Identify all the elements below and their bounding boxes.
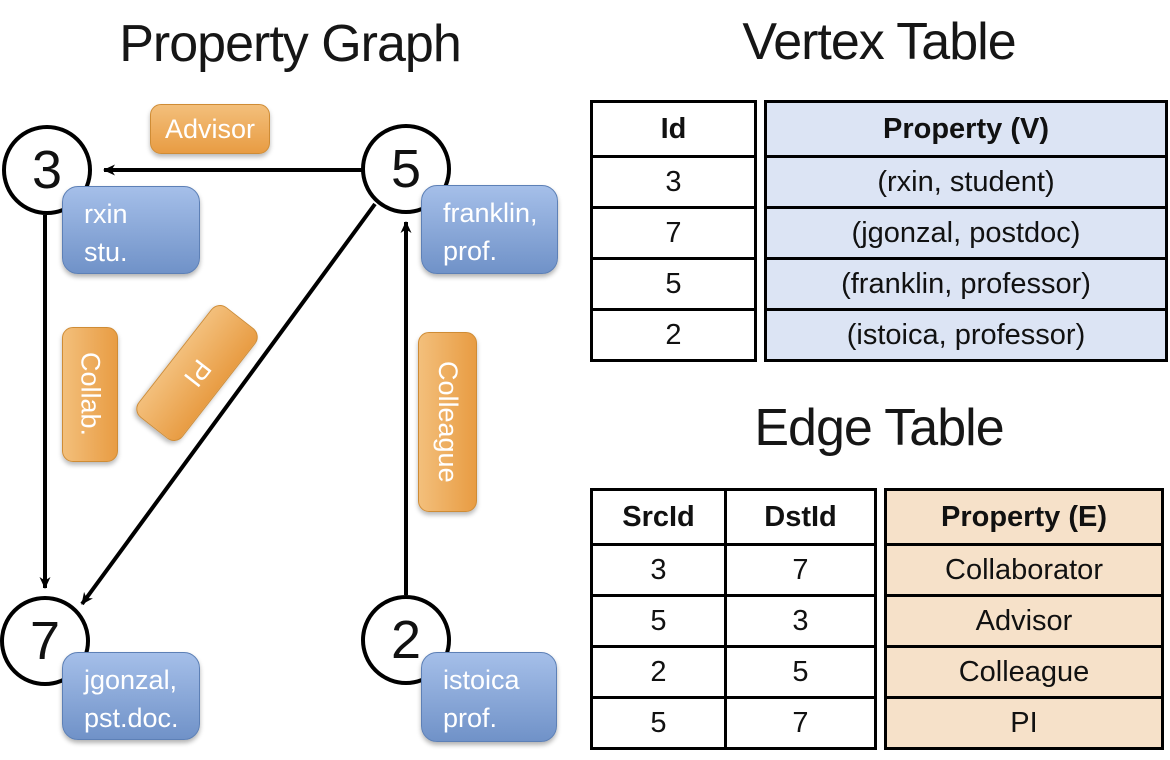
node-id: 7 (29, 611, 61, 671)
vertex-property-line: prof. (443, 703, 498, 733)
vertex-table: Id 3 7 5 2 Property (V) (rxin, student) … (590, 100, 1168, 362)
table-cell: 7 (727, 696, 874, 747)
table-cell: 3 (727, 594, 874, 645)
vertex-property-line: stu. (84, 237, 128, 267)
column-header-property-v: Property (V) (883, 112, 1049, 145)
table-cell: (rxin, student) (767, 155, 1165, 206)
table-cell: Colleague (887, 645, 1161, 696)
node-id: 2 (390, 610, 422, 670)
property-graph-title: Property Graph (119, 15, 462, 73)
table-cell: (jgonzal, postdoc) (767, 206, 1165, 257)
vertex-property-column: Property (V) (rxin, student) (jgonzal, p… (764, 100, 1168, 362)
table-cell: 2 (593, 308, 754, 359)
column-header-srcid: SrcId (622, 500, 695, 533)
table-cell: 5 (593, 594, 724, 645)
node-id: 3 (31, 140, 63, 200)
table-cell: 7 (593, 206, 754, 257)
table-cell: PI (887, 696, 1161, 747)
edge-id-columns: SrcId 3 5 2 5 DstId 7 3 5 7 (590, 488, 877, 750)
vertex-property-label-7: jgonzal, pst.doc. (62, 652, 200, 740)
graph-edges-canvas (39, 164, 412, 606)
table-cell: (franklin, professor) (767, 257, 1165, 308)
vertex-property-label-5: franklin, prof. (421, 185, 558, 274)
column-header-dstid: DstId (764, 500, 837, 533)
vertex-table-title: Vertex Table (742, 13, 1016, 71)
table-cell: 2 (593, 645, 724, 696)
edge-label-colleague: Colleague (418, 332, 477, 512)
edge-5-to-7-pi (80, 202, 377, 606)
table-cell: Collaborator (887, 543, 1161, 594)
vertex-id-column: Id 3 7 5 2 (590, 100, 757, 362)
edge-label-text: Collab. (75, 352, 106, 437)
edge-label-text: Colleague (433, 361, 463, 483)
table-cell: 3 (593, 155, 754, 206)
table-cell: (istoica, professor) (767, 308, 1165, 359)
graph-node-2: 2 (361, 595, 451, 685)
vertex-property-line: jgonzal, (84, 665, 178, 695)
table-cell: 7 (727, 543, 874, 594)
node-id: 5 (390, 139, 422, 199)
table-cell: 5 (727, 645, 874, 696)
vertex-property-line: prof. (443, 236, 498, 266)
vertex-property-line: istoica (443, 665, 520, 695)
property-graph-panel: Property Graph 3 5 7 2 rxin stu. frankli… (0, 0, 580, 760)
edge-label-text: PI (177, 354, 218, 393)
table-cell: 5 (593, 696, 724, 747)
table-cell: Advisor (887, 594, 1161, 645)
vertex-property-label-3: rxin stu. (62, 186, 200, 274)
vertex-property-label-2: istoica prof. (421, 652, 557, 742)
vertex-property-line: franklin, (443, 198, 538, 228)
graph-node-5: 5 (361, 124, 451, 214)
edge-table: SrcId 3 5 2 5 DstId 7 3 5 7 Property (E)… (590, 488, 1164, 750)
table-cell: 5 (593, 257, 754, 308)
vertex-property-line: rxin (84, 199, 128, 229)
column-header-id: Id (660, 112, 687, 145)
edge-property-column: Property (E) Collaborator Advisor Collea… (884, 488, 1164, 750)
edge-label-advisor: Advisor (150, 104, 270, 154)
vertex-property-line: pst.doc. (84, 703, 179, 733)
column-header-property-e: Property (E) (941, 500, 1107, 533)
edge-label-collab: Collab. (62, 327, 118, 462)
edge-table-title: Edge Table (754, 399, 1004, 457)
edge-label-text: Advisor (164, 113, 256, 144)
table-cell: 3 (593, 543, 724, 594)
